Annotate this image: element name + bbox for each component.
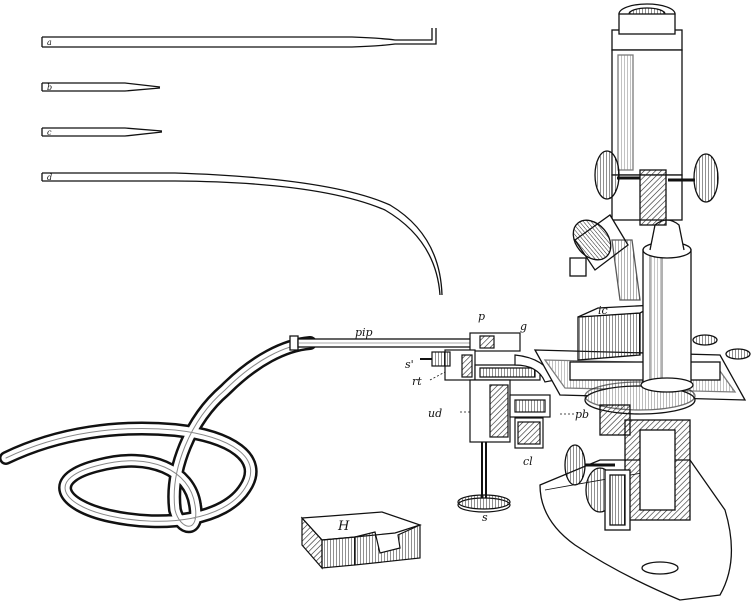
micromanipulator (420, 332, 556, 513)
microscope (533, 3, 751, 601)
label-p: p (478, 310, 485, 323)
label-ud: ud (428, 407, 442, 420)
label-g: g (520, 320, 527, 333)
pipette-a (41, 28, 437, 48)
label-ic: ic (598, 304, 608, 317)
pipette-holder (289, 335, 499, 351)
pipette-label-c: c (47, 128, 52, 137)
leader-lines (429, 371, 574, 415)
label-rt: rt (412, 375, 422, 388)
label-H: H (337, 519, 350, 534)
pipette-c (41, 127, 163, 137)
pipette-label-b: b (47, 83, 52, 92)
label-s: s (482, 511, 488, 524)
label-s-prime: s' (405, 358, 414, 371)
pipette-d (41, 172, 443, 296)
label-pb: pb (575, 408, 589, 421)
pipette-b (41, 82, 161, 92)
block-H (300, 511, 422, 570)
rubber-tube (0, 336, 317, 534)
label-cl: cl (523, 455, 533, 468)
pipette-label-a: a (47, 38, 52, 47)
pipette-label-d: d (47, 173, 52, 182)
label-pip: pip (355, 326, 373, 339)
